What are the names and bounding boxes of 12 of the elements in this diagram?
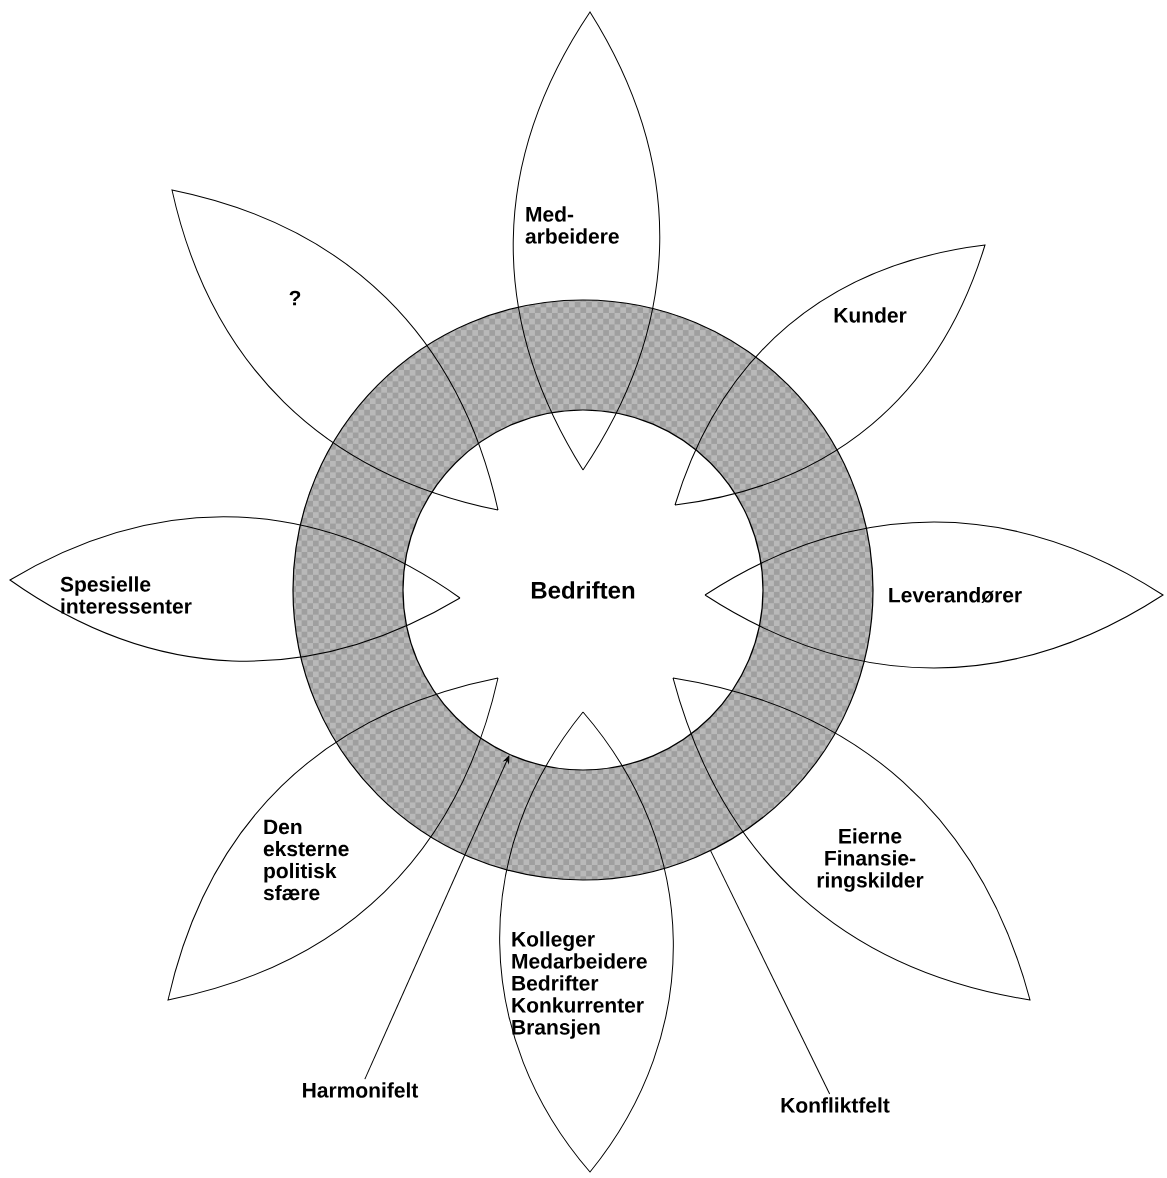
leader-line (364, 755, 510, 1080)
petal: Spesielle interessenter (9, 516, 461, 662)
petal: Med- arbeidere (512, 11, 661, 471)
petal: Kunder (674, 244, 986, 506)
petal: Den eksterne politisk sfære (167, 677, 499, 1001)
petal: Leverandører (704, 521, 1164, 669)
field-label: Konfliktfelt (781, 1097, 890, 1113)
field-label: Harmonifelt (303, 1082, 419, 1098)
petal: Kolleger Medarbeidere Bedrifter Konkurrenter Bransjen (499, 711, 674, 1173)
petal: Eierne Finansie- ringskilder (672, 677, 1031, 1001)
petal: ? (171, 189, 499, 511)
leader-line (710, 850, 831, 1095)
